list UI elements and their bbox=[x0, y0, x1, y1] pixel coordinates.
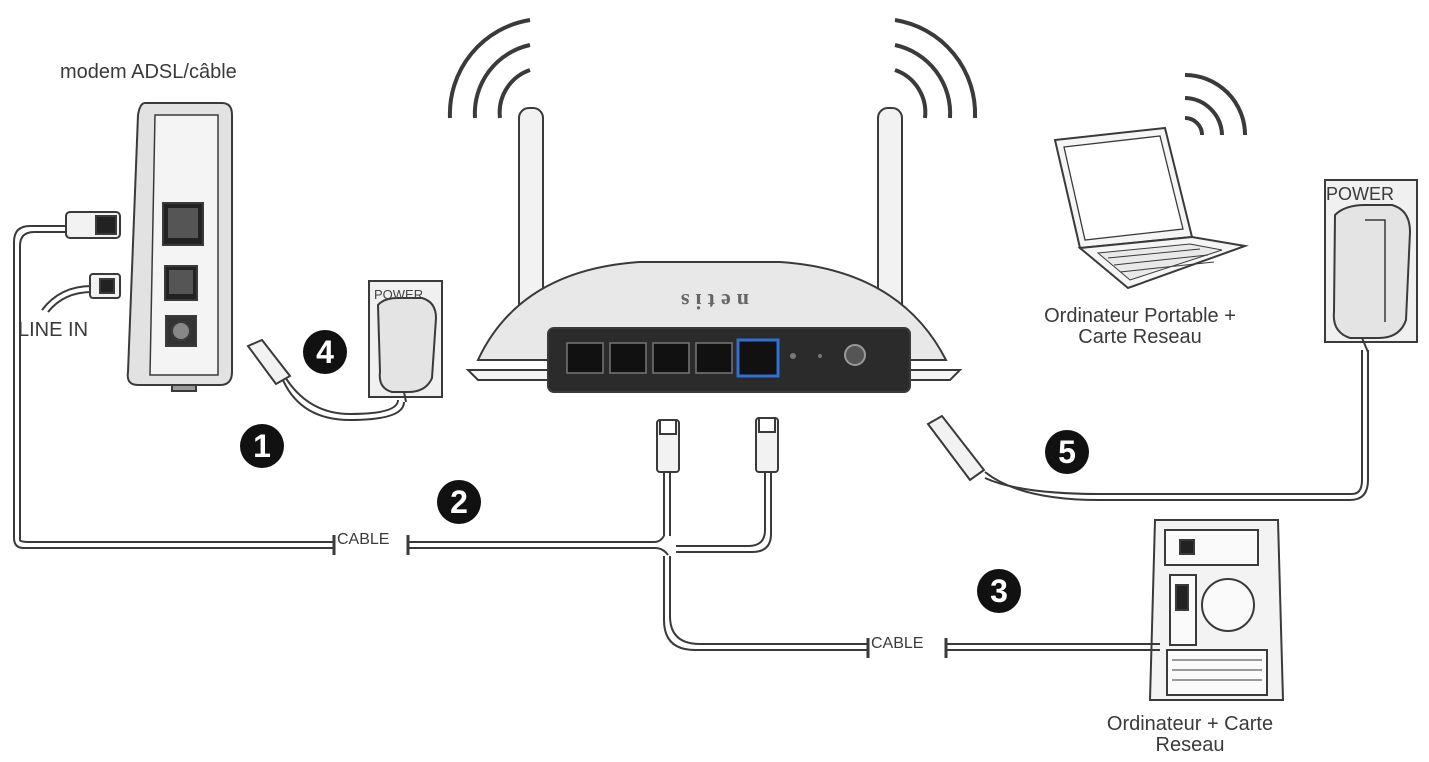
router-brand: netis bbox=[675, 289, 749, 314]
router-ports bbox=[566, 338, 866, 378]
cable-plugs bbox=[65, 211, 986, 482]
desktop-label: Ordinateur + Carte Reseau bbox=[1106, 713, 1274, 756]
power-outlet-right bbox=[1324, 179, 1418, 353]
router-wan-port bbox=[736, 338, 780, 378]
laptop-wifi-waves bbox=[1184, 73, 1247, 136]
line-in-label: LINE IN bbox=[18, 319, 89, 341]
laptop-power-label: POWER bbox=[1326, 184, 1395, 204]
router-wifi-waves-left bbox=[447, 18, 531, 119]
power-outlet-left bbox=[368, 280, 443, 403]
cable-label-2: CABLE bbox=[871, 635, 924, 652]
step-badge-2: 2 bbox=[437, 480, 481, 524]
router-wifi-waves-right bbox=[894, 18, 978, 119]
step-badge-1: 1 bbox=[240, 424, 284, 468]
cable-label-1: CABLE bbox=[337, 531, 390, 548]
router-power-jack bbox=[844, 344, 866, 366]
step-badge-5: 5 bbox=[1045, 430, 1089, 474]
laptop-device bbox=[1053, 126, 1249, 290]
modem-device bbox=[126, 102, 233, 392]
cables bbox=[13, 225, 1369, 658]
laptop-label: Ordinateur Portable + Carte Reseau bbox=[1044, 305, 1236, 348]
step-badge-3: 3 bbox=[977, 569, 1021, 613]
router-power-label: POWER bbox=[374, 287, 424, 302]
step-badge-4: 4 bbox=[303, 330, 347, 374]
desktop-device bbox=[1148, 519, 1285, 701]
modem-label: modem ADSL/câble bbox=[60, 61, 237, 83]
